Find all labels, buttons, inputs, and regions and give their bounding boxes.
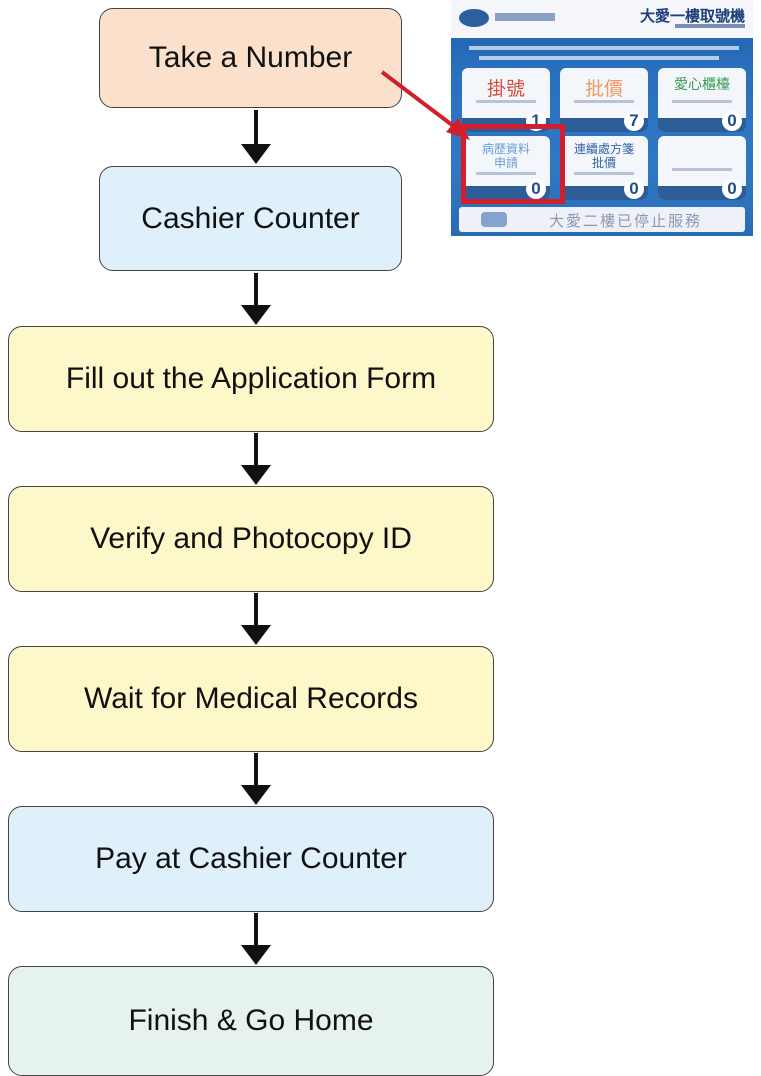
kiosk-tile-english-mark <box>476 172 536 175</box>
kiosk-tile[interactable]: 連續處方箋批價 0 <box>560 136 648 200</box>
kiosk-tile-count: 0 <box>722 179 742 199</box>
kiosk-bottom-text: 大愛二樓已停止服務 <box>549 212 703 230</box>
flow-arrow <box>241 753 271 805</box>
step-finish-go-home: Finish & Go Home <box>8 966 494 1076</box>
kiosk-tile-count: 0 <box>624 179 644 199</box>
kiosk-instruction-line <box>479 56 719 60</box>
step-take-a-number: Take a Number <box>99 8 402 108</box>
kiosk-tile-label: 愛心櫃檯 <box>674 77 730 93</box>
kiosk-tile-label: 申請 <box>493 156 518 170</box>
flow-arrow <box>241 110 271 164</box>
highlight-medical-records-tile <box>461 124 565 204</box>
pointer-arrow-icon <box>380 70 470 140</box>
kiosk-title: 大愛一樓取號機 <box>639 8 745 25</box>
kiosk-tile-label: 掛號 <box>486 78 525 100</box>
kiosk-tile-label: 批價 <box>591 156 616 170</box>
flow-arrow <box>241 913 271 965</box>
kiosk-tile-count: 0 <box>526 179 546 199</box>
step-wait-medical-records: Wait for Medical Records <box>8 646 494 752</box>
step-verify-photocopy-id: Verify and Photocopy ID <box>8 486 494 592</box>
kiosk-header: 大愛一樓取號機 <box>451 0 753 38</box>
flow-arrow <box>241 273 271 325</box>
step-label: Cashier Counter <box>141 201 360 235</box>
kiosk-tile-english-mark <box>672 100 732 103</box>
kiosk-tile-english-mark <box>574 100 634 103</box>
kiosk-instruction-line <box>469 46 739 50</box>
kiosk-tile-count: 0 <box>722 111 742 131</box>
step-label: Pay at Cashier Counter <box>95 842 407 875</box>
service-icon <box>481 212 507 227</box>
step-label: Take a Number <box>148 41 353 74</box>
kiosk-bottom-notice: 大愛二樓已停止服務 <box>459 207 745 232</box>
step-fill-application-form: Fill out the Application Form <box>8 326 494 432</box>
kiosk-tile-label: 批價 <box>584 78 623 100</box>
kiosk-tile-english-mark <box>672 168 732 171</box>
kiosk-subtitle-mark <box>675 24 745 28</box>
step-label: Fill out the Application Form <box>65 362 437 395</box>
flow-arrow <box>241 433 271 485</box>
kiosk-tile[interactable]: 愛心櫃檯 0 <box>658 68 746 132</box>
step-cashier-counter: Cashier Counter <box>99 166 402 271</box>
kiosk-tile-count: 7 <box>624 111 644 131</box>
step-label: Verify and Photocopy ID <box>90 522 412 555</box>
step-pay-cashier-counter: Pay at Cashier Counter <box>8 806 494 912</box>
hospital-logo-icon <box>459 9 489 27</box>
hospital-name-mark <box>495 13 555 21</box>
kiosk-tile[interactable]: 病歷資料申請 0 <box>462 136 550 200</box>
step-label: Wait for Medical Records <box>84 682 418 715</box>
kiosk-tile-label: 連續處方箋 <box>573 142 634 156</box>
kiosk-tile-english-mark <box>574 172 634 175</box>
kiosk-tile-english-mark <box>476 100 536 103</box>
kiosk-tile-label: 病歷資料 <box>481 142 530 156</box>
flow-arrow <box>241 593 271 645</box>
kiosk-tile[interactable]: 0 <box>658 136 746 200</box>
step-label: Finish & Go Home <box>128 1004 374 1037</box>
